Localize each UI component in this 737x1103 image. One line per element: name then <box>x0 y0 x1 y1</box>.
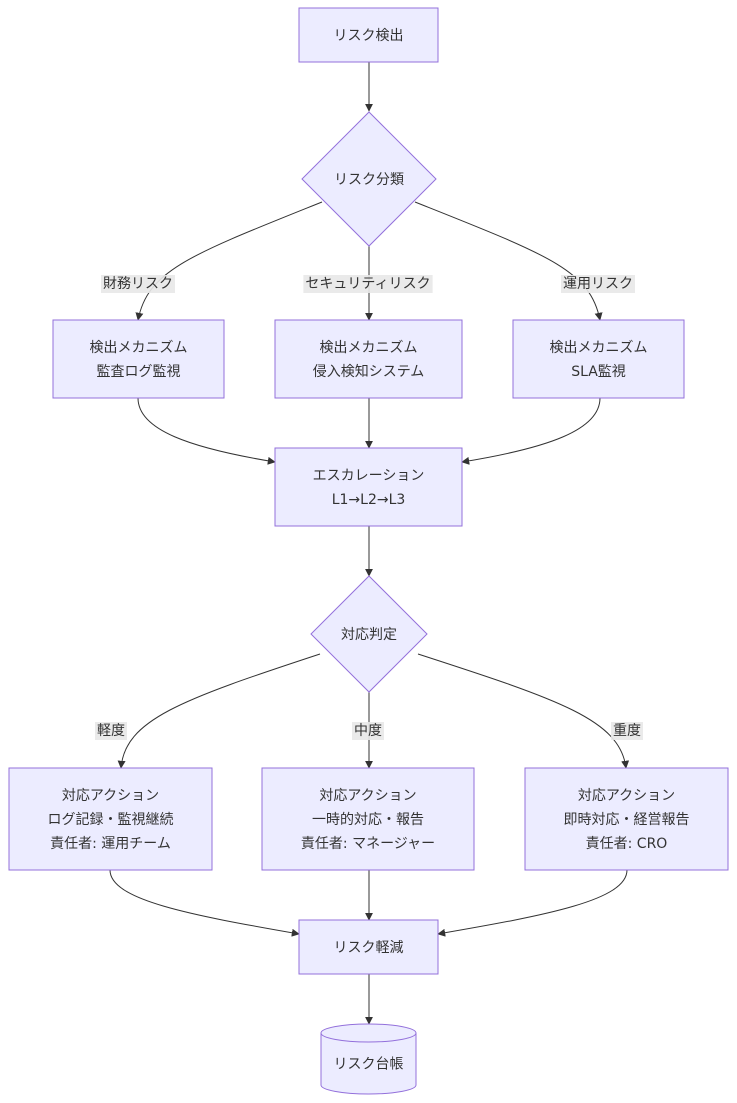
node-box <box>274 447 463 527</box>
edge-label-text: 運用リスク <box>563 276 633 292</box>
edge-label-background <box>611 722 643 740</box>
node-label-line: 一時的対応・報告 <box>312 812 424 828</box>
node-box <box>524 767 729 871</box>
node-box <box>8 767 213 871</box>
edge-act_heavy-to-mitigate <box>437 869 628 937</box>
nodes: リスク検出リスク分類検出メカニズム監査ログ監視検出メカニズム侵入検知システム検出… <box>8 7 729 1095</box>
edge-label-text: 中度 <box>354 723 382 739</box>
decision-diamond <box>310 575 428 693</box>
node-box <box>261 767 475 871</box>
node-label-line: 検出メカニズム <box>90 340 188 356</box>
node-label-line: 検出メカニズム <box>550 340 648 356</box>
edge-label-mech_fin: 財務リスク <box>101 275 175 293</box>
edge-label-background <box>561 275 635 293</box>
node-mitigate[interactable]: リスク軽減 <box>298 919 439 975</box>
node-box <box>298 7 439 63</box>
edge-label-mech_sec: セキュリティリスク <box>303 275 433 293</box>
node-label-line: 侵入検知システム <box>313 363 425 380</box>
node-label-line: 責任者: CRO <box>586 836 668 852</box>
node-label-line: 対応アクション <box>319 788 416 804</box>
edge-label-text: セキュリティリスク <box>305 276 430 292</box>
edge-label-text: 財務リスク <box>103 276 173 292</box>
edge-label-act_mid: 中度 <box>352 722 384 740</box>
edge-label-act_heavy: 重度 <box>611 722 643 740</box>
edge-label-background <box>352 722 384 740</box>
node-label-line: 対応判定 <box>341 627 397 643</box>
edge-classify-to-mech_ops <box>414 201 603 321</box>
edge-mech_fin-to-escalation <box>137 397 276 465</box>
node-label-line: リスク分類 <box>334 172 404 188</box>
edge-judge-to-act_light <box>117 653 321 769</box>
node-label-line: L1→L2→L3 <box>332 492 406 508</box>
node-escalation[interactable]: エスカレーション L1→L2→L3 <box>274 447 463 527</box>
node-label-line: リスク台帳 <box>334 1057 404 1073</box>
node-label-line: ログ記録・監視継続 <box>48 811 174 828</box>
edge-label-mech_ops: 運用リスク <box>561 275 635 293</box>
node-box <box>512 319 685 399</box>
database-cylinder <box>320 1023 417 1095</box>
node-judge[interactable]: 対応判定 <box>310 575 428 693</box>
edge-label-background <box>101 275 175 293</box>
edge-mech_ops-to-escalation <box>461 397 601 465</box>
edge-label-background <box>95 722 127 740</box>
edge-classify-to-mech_fin <box>135 201 323 321</box>
node-label-line: リスク軽減 <box>334 939 404 956</box>
node-ledger[interactable]: リスク台帳 <box>320 1023 417 1095</box>
node-box <box>274 319 463 399</box>
node-label-line: 監査ログ監視 <box>97 363 181 380</box>
node-mech-ops[interactable]: 検出メカニズム SLA監視 <box>512 319 685 399</box>
node-label-line: 検出メカニズム <box>320 340 418 356</box>
edge-label-act_light: 軽度 <box>95 722 127 740</box>
node-classify[interactable]: リスク分類 <box>301 111 437 247</box>
edges <box>109 62 630 1025</box>
node-label-line: SLA監視 <box>571 363 626 380</box>
node-label-line: 即時対応・経営報告 <box>564 812 690 828</box>
node-detect[interactable]: リスク検出 <box>298 7 439 63</box>
edge-label-text: 軽度 <box>97 723 125 739</box>
cylinder-top-rim <box>320 1032 417 1043</box>
node-label-line: エスカレーション <box>313 468 425 484</box>
edge-judge-to-act_heavy <box>417 653 630 769</box>
node-label-line: 責任者: マネージャー <box>301 836 435 852</box>
node-label-line: 対応アクション <box>62 788 159 804</box>
node-label-line: 対応アクション <box>578 788 675 804</box>
edge-label-text: 重度 <box>613 723 641 739</box>
node-label-line: リスク検出 <box>334 28 404 44</box>
edge-label-background <box>303 275 433 293</box>
decision-diamond <box>301 111 437 247</box>
node-box <box>52 319 225 399</box>
node-box <box>298 919 439 975</box>
node-label-line: 責任者: 運用チーム <box>50 836 171 852</box>
edge-act_light-to-mitigate <box>109 869 300 937</box>
